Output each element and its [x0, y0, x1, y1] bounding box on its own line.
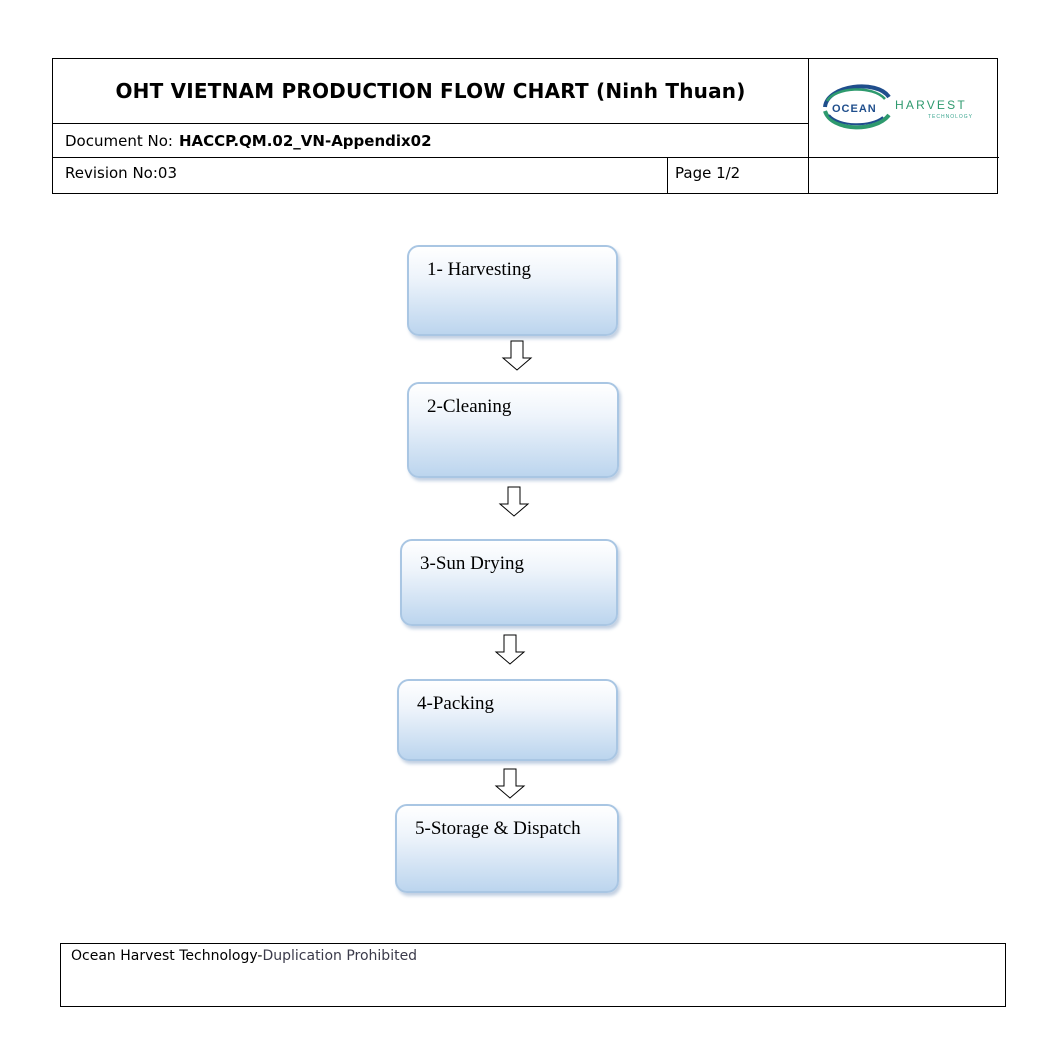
flow-step-label: 3-Sun Drying: [420, 553, 524, 574]
header-table: OHT VIETNAM PRODUCTION FLOW CHART (Ninh …: [52, 58, 999, 194]
flow-step-storage-dispatch: 5-Storage & Dispatch: [395, 804, 619, 893]
down-arrow-icon: [494, 634, 526, 665]
flow-step-harvesting: 1- Harvesting: [407, 245, 618, 336]
footer-notice: Duplication Prohibited: [262, 948, 418, 964]
revision-number: Revision No:03: [65, 164, 177, 182]
flow-step-label: 2-Cleaning: [427, 396, 512, 417]
down-arrow-icon: [498, 486, 530, 517]
flow-step-packing: 4-Packing: [397, 679, 618, 761]
divider: [53, 157, 999, 158]
logo-word-technology: TECHNOLOGY: [928, 114, 973, 120]
flow-step-label: 5-Storage & Dispatch: [415, 818, 581, 839]
flow-step-sun-drying: 3-Sun Drying: [400, 539, 618, 626]
flow-step-label: 1- Harvesting: [427, 259, 531, 280]
footer: Ocean Harvest Technology-Duplication Pro…: [60, 943, 1006, 1007]
document-number: Document No: HACCP.QM.02_VN-Appendix02: [65, 124, 432, 157]
document-number-value: HACCP.QM.02_VN-Appendix02: [178, 131, 432, 150]
divider: [808, 59, 809, 193]
flow-step-cleaning: 2-Cleaning: [407, 382, 619, 478]
down-arrow-icon: [501, 340, 533, 371]
footer-text: Ocean Harvest Technology-Duplication Pro…: [71, 948, 417, 964]
flow-step-label: 4-Packing: [417, 693, 495, 714]
divider: [53, 123, 808, 124]
document-number-label: Document No:: [65, 131, 173, 150]
logo-word-ocean: OCEAN: [832, 103, 877, 115]
divider: [808, 157, 998, 158]
logo-word-harvest: HARVEST: [895, 98, 967, 112]
divider: [667, 157, 668, 193]
ocean-harvest-logo: OCEAN HARVEST TECHNOLOGY: [823, 84, 973, 130]
page-number: Page 1/2: [675, 164, 741, 182]
document-title: OHT VIETNAM PRODUCTION FLOW CHART (Ninh …: [115, 79, 746, 103]
down-arrow-icon: [494, 768, 526, 799]
footer-company: Ocean Harvest Technology-: [71, 948, 263, 964]
